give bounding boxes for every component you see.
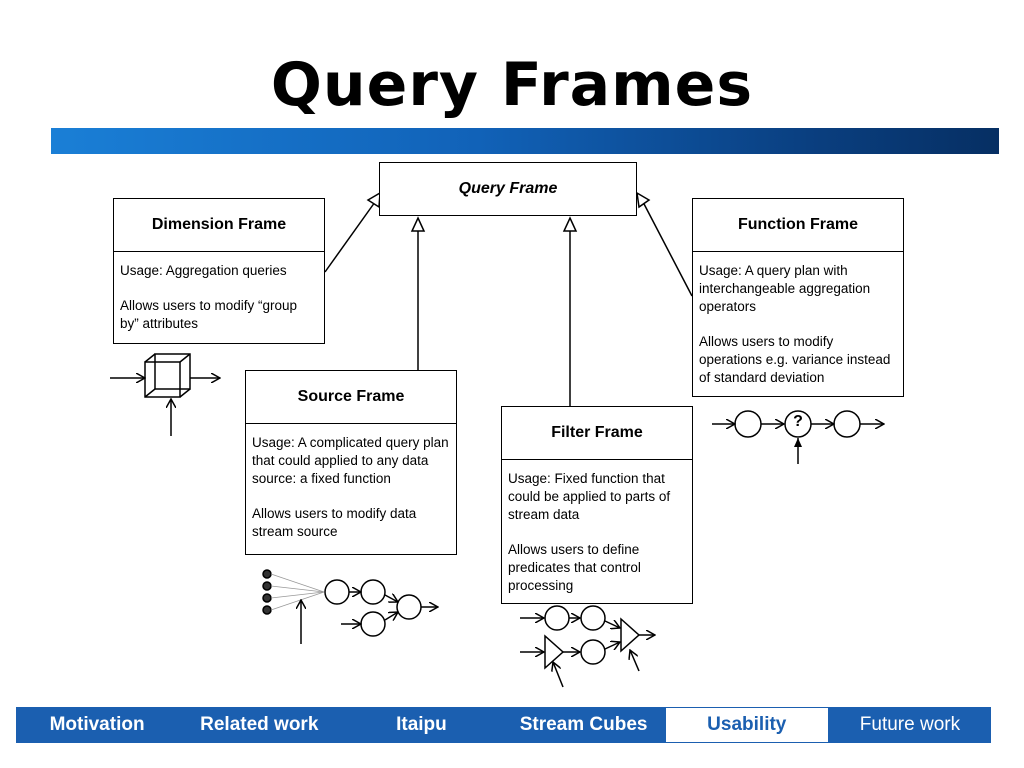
- title-bar: [51, 128, 999, 154]
- filter-to-query-connector: [562, 216, 578, 406]
- query-frame-label: Query Frame: [458, 180, 558, 197]
- source-network-glyph: [262, 569, 438, 644]
- section-navigation: Motivation Related work Itaipu Stream Cu…: [16, 707, 991, 743]
- nav-item-related-work[interactable]: Related work: [200, 714, 319, 735]
- inheritance-connectors: [324, 191, 693, 406]
- filter-frame-usage: Usage: Fixed function that could be appl…: [508, 471, 671, 522]
- nav-item-itaipu[interactable]: Itaipu: [396, 714, 447, 735]
- filter-frame-allows: Allows users to define predicates that c…: [508, 542, 641, 593]
- source-frame-allows: Allows users to modify data stream sourc…: [252, 506, 417, 539]
- function-frame-title: Function Frame: [693, 199, 903, 252]
- query-frame-box: Query Frame: [379, 162, 637, 216]
- source-frame: Source Frame Usage: A complicated query …: [245, 370, 457, 555]
- filter-network-glyph: [520, 605, 655, 688]
- function-frame: Function Frame Usage: A query plan with …: [692, 198, 904, 397]
- dimension-frame-usage: Usage: Aggregation queries: [120, 263, 287, 278]
- nav-item-future-work[interactable]: Future work: [859, 714, 961, 735]
- function-frame-usage: Usage: A query plan with interchangeable…: [699, 263, 871, 314]
- function-placeholder-symbol: ?: [793, 413, 803, 430]
- filter-frame: Filter Frame Usage: Fixed function that …: [501, 406, 693, 604]
- filter-frame-title: Filter Frame: [502, 407, 692, 460]
- nav-item-stream-cubes[interactable]: Stream Cubes: [519, 714, 648, 735]
- nav-item-motivation[interactable]: Motivation: [49, 714, 145, 735]
- function-frame-allows: Allows users to modify operations e.g. v…: [699, 334, 891, 385]
- dimension-frame: Dimension Frame Usage: Aggregation queri…: [113, 198, 325, 344]
- function-to-query-connector: [636, 191, 693, 297]
- cube-glyph: [110, 353, 220, 436]
- dimension-to-query-connector: [324, 191, 381, 273]
- slide-title: Query Frames: [270, 50, 754, 120]
- nav-item-usability[interactable]: Usability: [664, 707, 829, 743]
- function-chain-glyph: [712, 410, 884, 464]
- dimension-frame-allows: Allows users to modify “group by” attrib…: [120, 298, 298, 331]
- source-to-query-connector: [410, 216, 426, 370]
- source-frame-title: Source Frame: [246, 371, 456, 424]
- dimension-frame-title: Dimension Frame: [114, 199, 324, 252]
- source-frame-usage: Usage: A complicated query plan that cou…: [252, 435, 449, 486]
